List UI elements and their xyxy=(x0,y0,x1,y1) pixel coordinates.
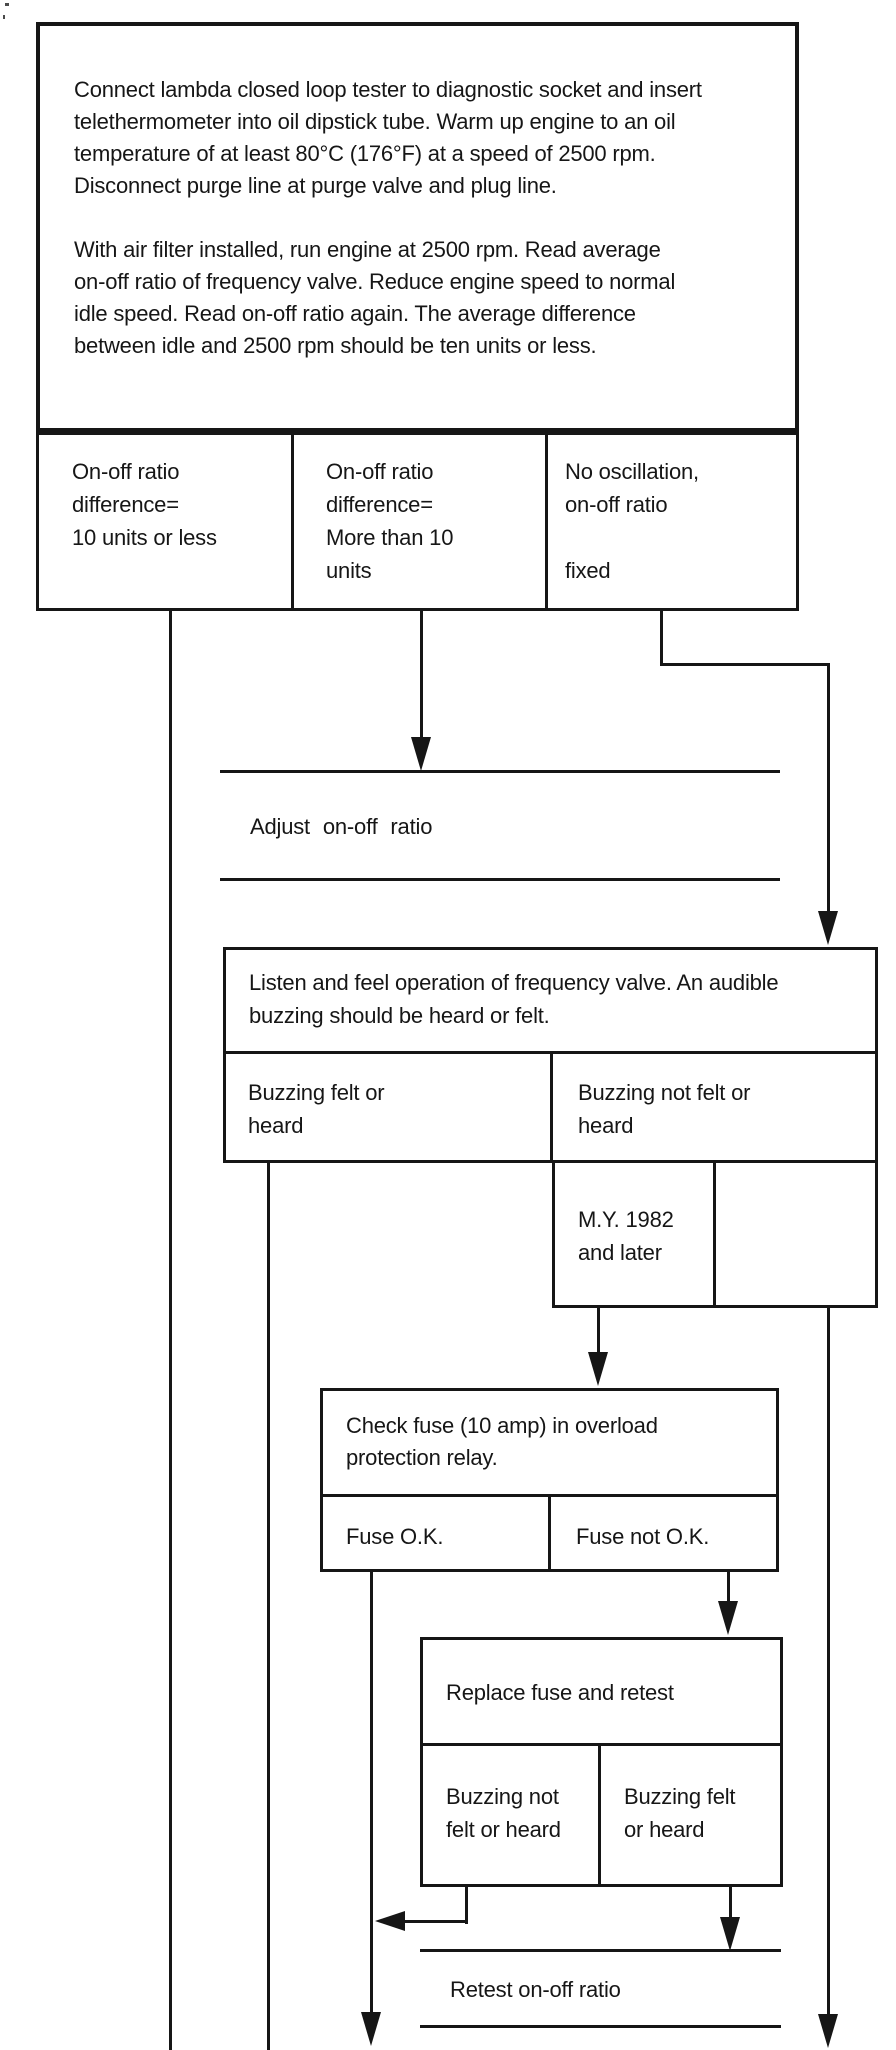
arrowhead-join-fuse-ok-line xyxy=(375,1911,405,1931)
listen-cells-divider xyxy=(550,1051,553,1163)
connector-right-path-down xyxy=(827,1306,830,2018)
connector-fuse-not-ok-down xyxy=(727,1572,730,1604)
replace-cell-buzzing-not-felt: Buzzing not felt or heard xyxy=(446,1784,561,1842)
replace-fuse-box xyxy=(420,1637,783,1887)
replace-cell-buzzing-felt: Buzzing felt or heard xyxy=(624,1784,736,1842)
retest-box-bottom-rule xyxy=(420,2025,781,2028)
outcomes-divider-2 xyxy=(545,432,548,611)
replace-fuse-cells-divider xyxy=(598,1743,601,1887)
model-year-cell-text: M.Y. 1982 and later xyxy=(578,1207,674,1265)
connector-no-oscillation-down-2 xyxy=(827,663,830,913)
outcomes-row xyxy=(36,432,799,611)
connector-no-oscillation-down xyxy=(660,608,663,666)
arrowhead-right-path-bottom xyxy=(818,2014,838,2048)
arrowhead-to-listen xyxy=(818,911,838,945)
listen-box-text: Listen and feel operation of frequency v… xyxy=(249,970,779,1028)
connector-buzzing-felt-down xyxy=(267,1163,270,2050)
outcome-cell-difference-ok: On-off ratio difference= 10 units or les… xyxy=(72,459,217,550)
connector-difference-ok-down xyxy=(169,608,172,2050)
replace-fuse-divider xyxy=(420,1743,783,1746)
connector-replace-left-down xyxy=(465,1887,468,1924)
start-instructions-box xyxy=(36,22,799,432)
adjust-box-label: Adjust on-off ratio xyxy=(250,814,433,839)
arrowhead-to-adjust xyxy=(411,737,431,771)
connector-replace-right-down xyxy=(729,1887,732,1920)
arrowhead-fuse-ok-bottom xyxy=(361,2012,381,2046)
outcome-cell-difference-high: On-off ratio difference= More than 10 un… xyxy=(326,459,454,583)
check-fuse-text: Check fuse (10 amp) in overload protecti… xyxy=(346,1413,658,1470)
replace-fuse-title: Replace fuse and retest xyxy=(446,1680,674,1705)
connector-replace-left-across xyxy=(402,1920,468,1923)
connector-my1982-down xyxy=(597,1306,600,1358)
listen-cell-buzzing-not-felt: Buzzing not felt or heard xyxy=(578,1080,751,1138)
check-fuse-cells-divider xyxy=(548,1494,551,1572)
outcome-cell-no-oscillation: No oscillation, on-off ratio fixed xyxy=(565,459,699,583)
check-fuse-cell-not-ok: Fuse not O.K. xyxy=(576,1524,710,1549)
check-fuse-cell-ok: Fuse O.K. xyxy=(346,1524,444,1549)
retest-box-top-rule xyxy=(420,1949,781,1952)
scan-artifact xyxy=(3,15,5,19)
arrowhead-to-retest xyxy=(720,1917,740,1951)
scan-artifact xyxy=(5,3,9,6)
adjust-box-top-rule xyxy=(220,770,780,773)
connector-fuse-ok-down xyxy=(370,1572,373,2014)
listen-cell-buzzing-felt: Buzzing felt or heard xyxy=(248,1080,385,1138)
adjust-box-bottom-rule xyxy=(220,878,780,881)
model-year-divider xyxy=(713,1160,716,1308)
retest-box-label: Retest on-off ratio xyxy=(450,1977,621,2002)
connector-no-oscillation-across xyxy=(660,663,830,666)
outcomes-divider-1 xyxy=(291,432,294,611)
arrowhead-to-check-fuse xyxy=(588,1352,608,1386)
start-instructions-text: Connect lambda closed loop tester to dia… xyxy=(74,77,702,358)
connector-difference-high-down xyxy=(420,608,423,746)
arrowhead-to-replace-fuse xyxy=(718,1601,738,1635)
